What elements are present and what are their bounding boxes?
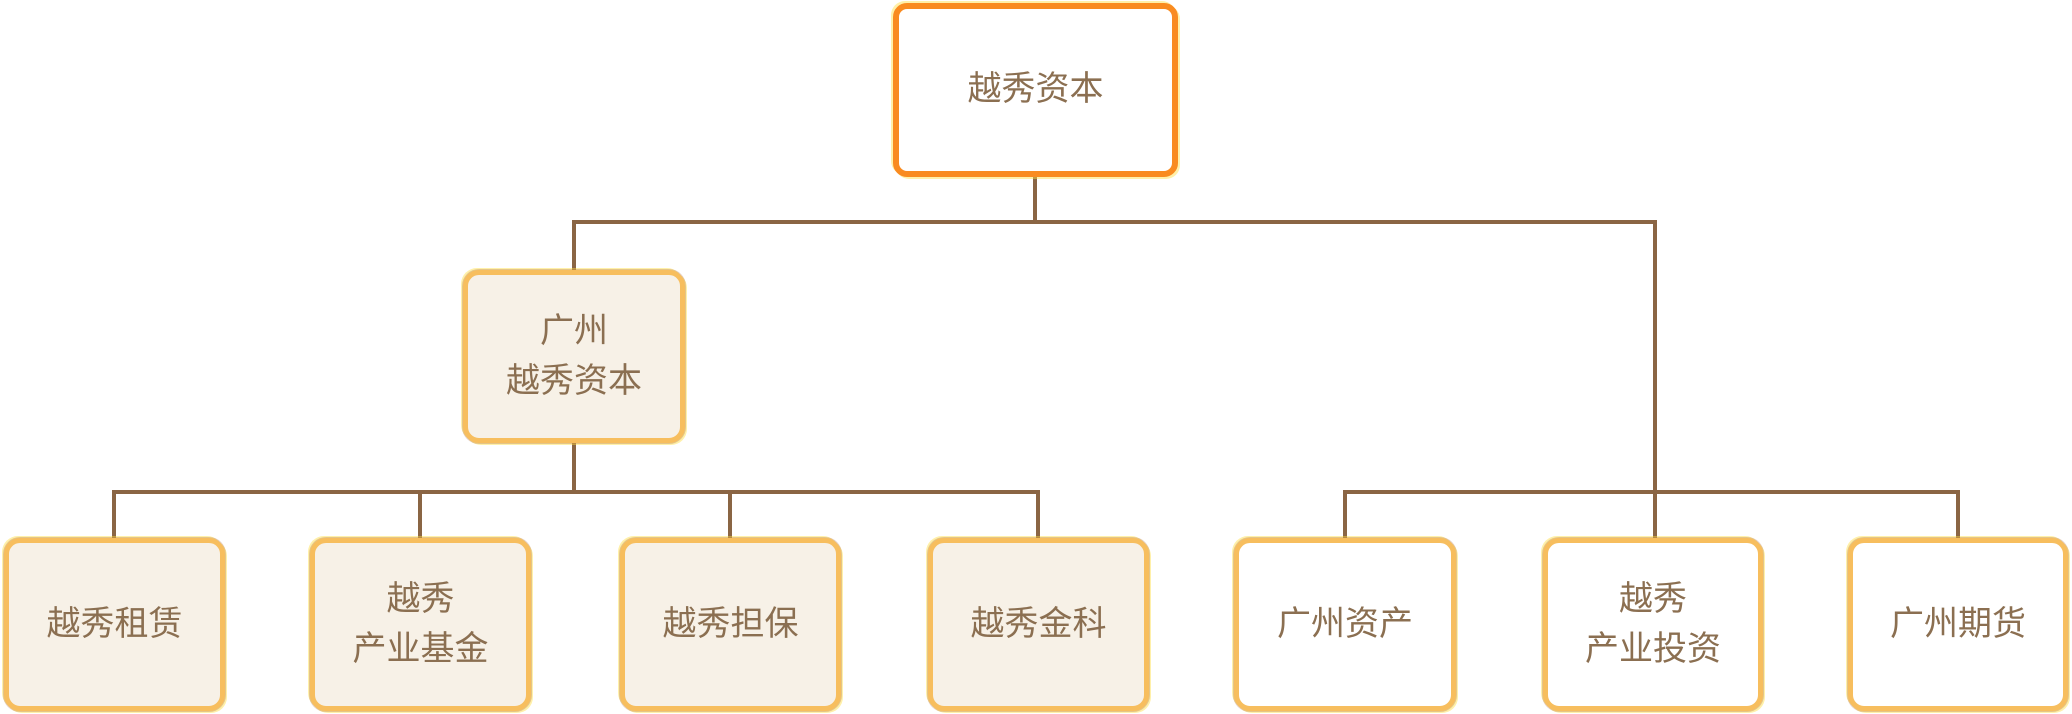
connector-right-horizontal: [1343, 490, 1960, 494]
connector-left-branch-vertical: [572, 220, 576, 274]
connector-root-vertical: [1033, 175, 1037, 224]
org-node-guangzhou-asset: 广州资产: [1234, 538, 1456, 711]
connector-level2-down-vertical: [572, 441, 576, 494]
org-node-yuexiu-fintech: 越秀金科: [928, 538, 1149, 711]
connector-leasing-vertical: [112, 490, 116, 540]
connector-guarantee-vertical: [728, 490, 732, 540]
connector-futures-vertical: [1956, 490, 1960, 540]
connector-right-branch-vertical: [1653, 220, 1657, 542]
org-node-guangzhou-futures: 广州期货: [1848, 538, 2068, 711]
org-node-yuexiu-capital: 越秀资本: [893, 3, 1178, 177]
connector-fintech-vertical: [1036, 490, 1040, 540]
connector-top-horizontal: [572, 220, 1657, 224]
org-node-yuexiu-industrial-investment: 越秀 产业投资: [1543, 538, 1763, 711]
org-node-yuexiu-guarantee: 越秀担保: [620, 538, 841, 711]
connector-left-horizontal: [112, 490, 1040, 494]
connector-industrial-fund-vertical: [418, 490, 422, 540]
connector-guangzhou-asset-vertical: [1343, 490, 1347, 540]
org-node-guangzhou-yuexiu-capital: 广州 越秀资本: [463, 270, 685, 443]
org-node-yuexiu-industrial-fund: 越秀 产业基金: [310, 538, 531, 711]
org-node-yuexiu-leasing: 越秀租赁: [4, 538, 225, 711]
